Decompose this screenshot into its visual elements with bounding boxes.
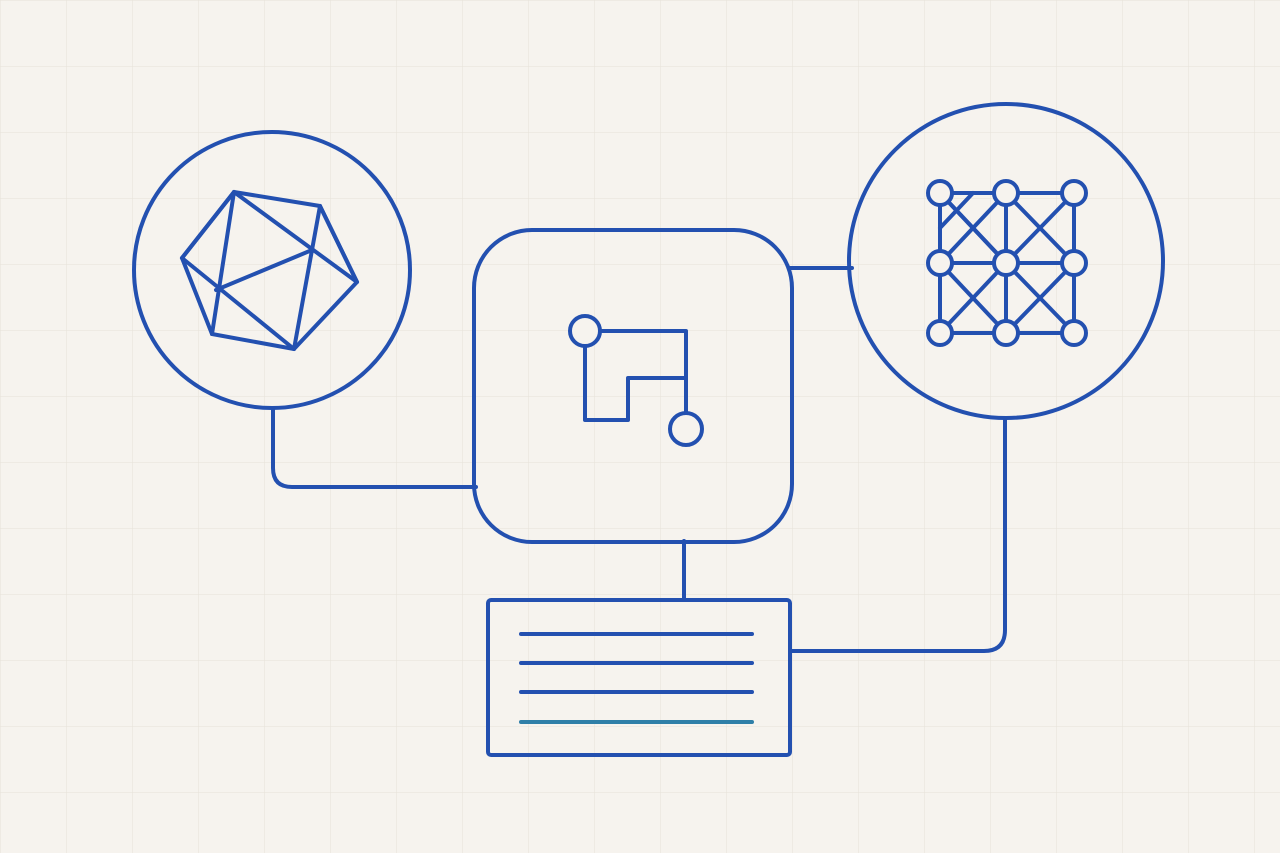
text-lines-document-icon	[519, 632, 754, 724]
connector-left-to-center	[271, 408, 478, 489]
left-circle-node	[132, 130, 412, 410]
node-grid-network-icon	[926, 179, 1088, 347]
center-processor-node	[472, 228, 794, 544]
left-circle	[132, 130, 412, 410]
right-circle-node	[847, 102, 1165, 420]
bottom-panel	[486, 598, 792, 757]
connector-right-to-panel	[788, 418, 1007, 653]
circuit-path-icon	[568, 314, 704, 447]
polyhedron-wireframe-icon	[180, 190, 359, 351]
bottom-output-panel	[486, 598, 792, 757]
center-box	[472, 228, 794, 544]
right-circle	[847, 102, 1165, 420]
